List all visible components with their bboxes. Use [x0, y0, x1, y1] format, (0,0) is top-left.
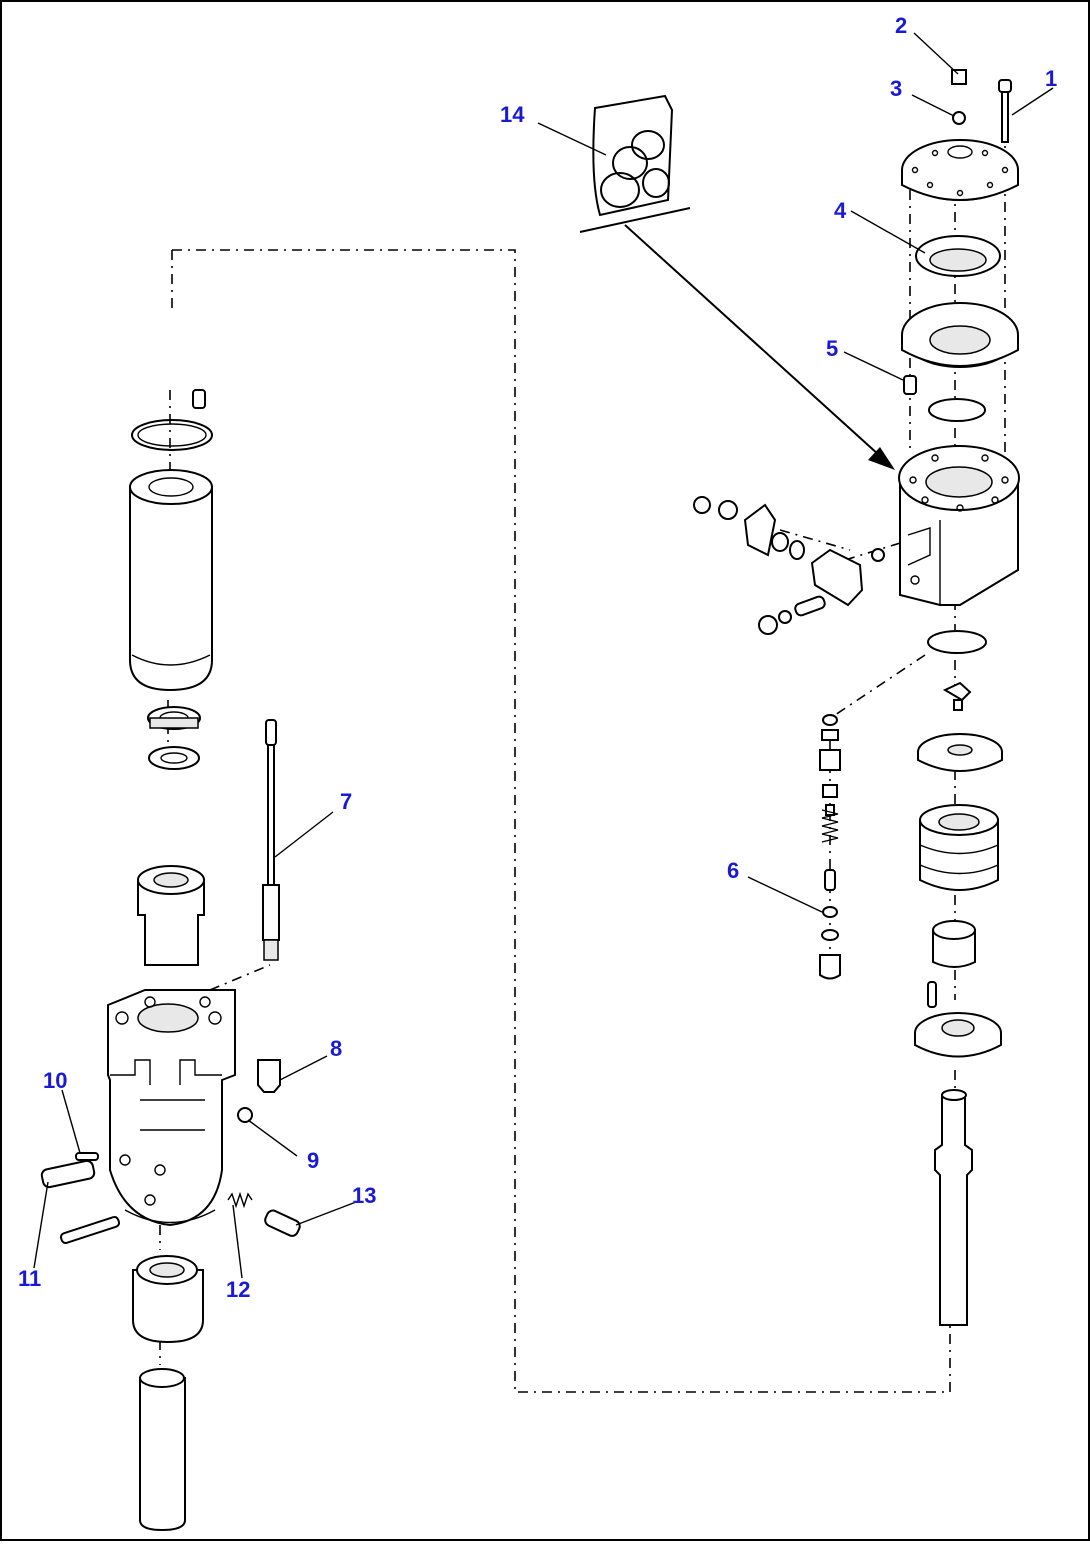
- callout-14: 14: [500, 102, 525, 127]
- callout-7: 7: [340, 789, 353, 814]
- callout-5: 5: [826, 336, 839, 361]
- callout-12: 12: [226, 1277, 251, 1302]
- left-assembly: [40, 389, 301, 1532]
- leader-lines: [33, 32, 1054, 1279]
- callout-10: 10: [43, 1068, 68, 1093]
- callout-2: 2: [895, 13, 908, 38]
- callout-6: 6: [727, 858, 740, 883]
- callout-3: 3: [890, 76, 903, 101]
- callout-11: 11: [18, 1266, 42, 1291]
- assembly-guide-lines: [159, 130, 1006, 1393]
- callout-8: 8: [330, 1036, 343, 1061]
- right-assembly: [579, 69, 1020, 1326]
- callout-9: 9: [307, 1148, 320, 1173]
- callout-1: 1: [1045, 66, 1058, 91]
- callout-4: 4: [834, 198, 847, 223]
- callout-13: 13: [352, 1183, 377, 1208]
